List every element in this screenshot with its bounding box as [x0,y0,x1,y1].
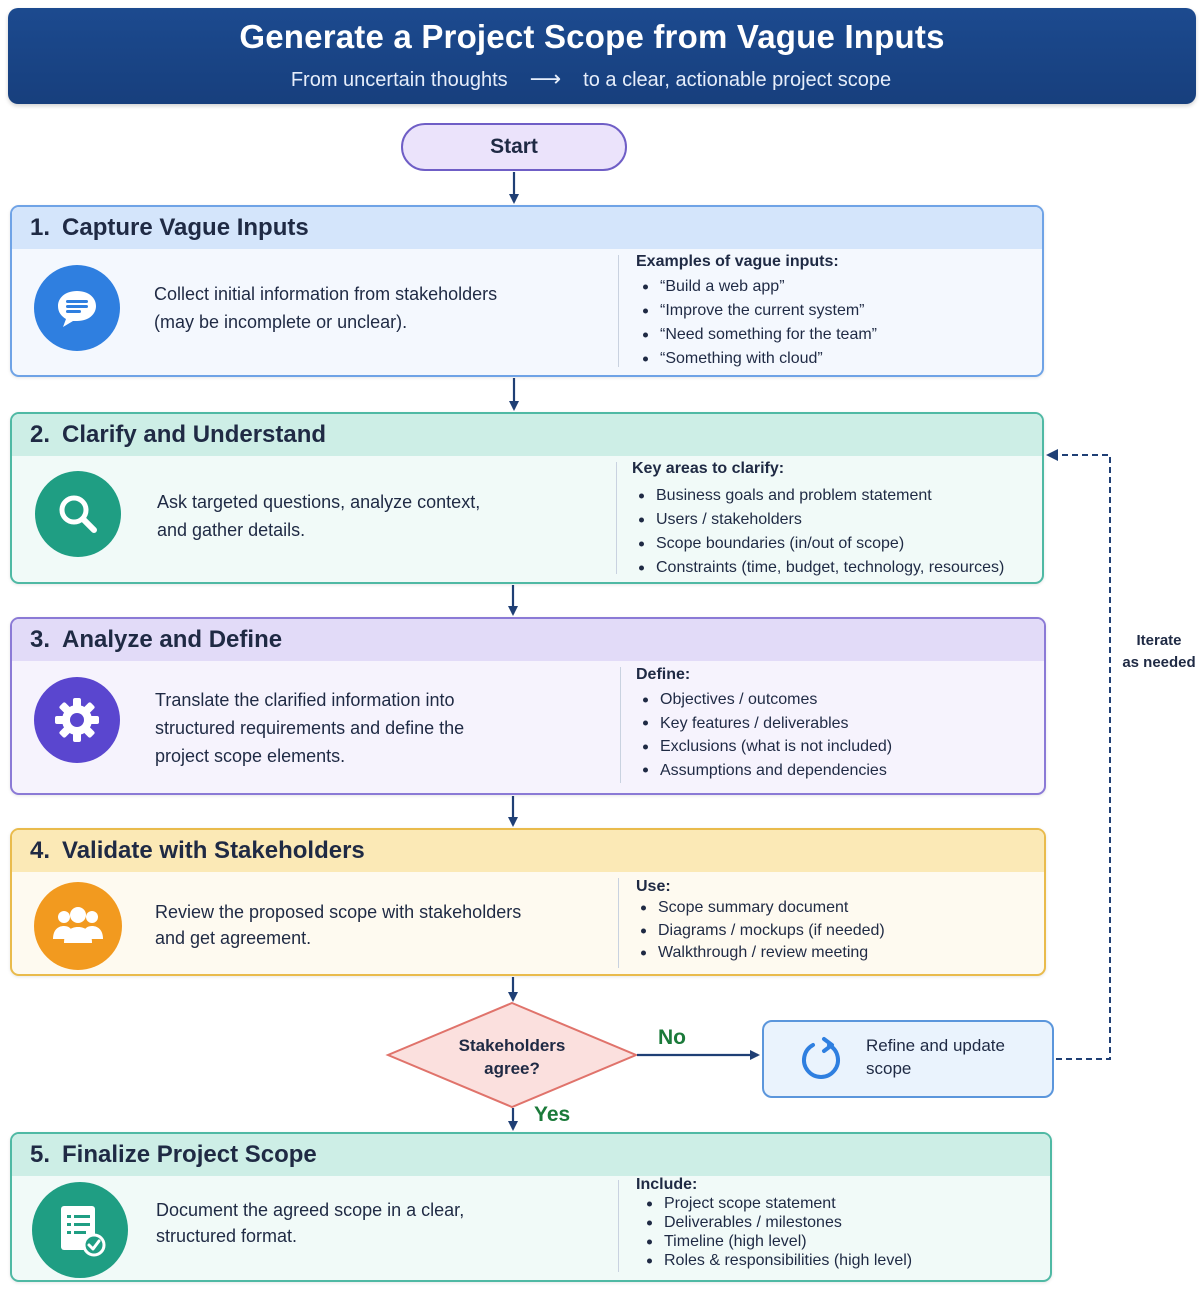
description-line: Translate the clarified information into [155,690,455,710]
decision-label: Stakeholders agree? [412,1034,612,1080]
side-title: Examples of vague inputs: [636,253,839,270]
divider [618,878,619,968]
list-item: Deliverables / milestones [642,1213,912,1232]
step-description: Collect initial information from stakeho… [154,280,497,336]
description-line: project scope elements. [155,746,346,766]
step-number: 3. [30,626,51,653]
divider [620,667,621,783]
step-2-header: 2. Clarify and Understand [12,414,1042,456]
divider [618,1180,619,1272]
description-line: Review the proposed scope with stakehold… [155,902,522,922]
iterate-label: Iterate as needed [1112,630,1200,674]
side-list: “Build a web app” “Improve the current s… [638,275,877,371]
people-icon [34,882,122,970]
list-item: Objectives / outcomes [638,688,892,712]
step-title: Clarify and Understand [62,421,327,448]
list-item: Roles & responsibilities (high level) [642,1251,912,1270]
step-3-card: 3. Analyze and Define Translate the clar… [10,617,1046,795]
list-item: Timeline (high level) [642,1232,912,1251]
iterate-loop-line [1050,454,1111,1060]
description-line: (may be incomplete or unclear). [154,312,408,332]
description-line: Document the agreed scope in a clear, [156,1200,465,1220]
list-item: “Improve the current system” [638,299,877,323]
header-banner [8,8,1196,104]
list-item: “Build a web app” [638,275,877,299]
description-line: and gather details. [157,520,306,540]
page-subtitle: From uncertain thoughts ⟶ to a clear, acti… [8,66,1196,92]
side-list: Objectives / outcomes Key features / del… [638,688,892,782]
step-title: Capture Vague Inputs [62,214,309,241]
step-2-card: 2. Clarify and Understand Ask targeted q… [10,412,1044,584]
refine-line: scope [866,1059,912,1078]
refine-label: Refine and update scope [866,1034,1005,1080]
step-4-header: 4. Validate with Stakeholders [12,830,1044,872]
side-title: Key areas to clarify: [632,460,785,477]
description-line: Collect initial information from stakeho… [154,284,498,304]
side-title: Define: [636,666,691,683]
description-line: Ask targeted questions, analyze context, [157,492,481,512]
list-item: “Something with cloud” [638,347,877,371]
description-line: structured format. [156,1226,298,1246]
step-description: Translate the clarified information into… [155,686,464,770]
subtitle-right: to a clear, actionable project scope [583,69,892,91]
gear-icon [34,677,120,763]
step-3-header: 3. Analyze and Define [12,619,1044,661]
description-line: structured requirements and define the [155,718,465,738]
divider [618,255,619,367]
step-1-header: 1. Capture Vague Inputs [12,207,1042,249]
magnifier-icon [35,471,121,557]
step-4-card: 4. Validate with Stakeholders Review the… [10,828,1046,976]
divider [616,462,617,574]
description-line: and get agreement. [155,928,312,948]
chat-bubble-icon [34,265,120,351]
step-number: 1. [30,214,51,241]
list-item: Users / stakeholders [634,508,1004,532]
side-list: Scope summary document Diagrams / mockup… [636,897,885,965]
list-item: Key features / deliverables [638,712,892,736]
list-item: Walkthrough / review meeting [636,942,885,965]
decision-line: Stakeholders [458,1036,566,1055]
step-title: Validate with Stakeholders [62,837,365,864]
subtitle-left: From uncertain thoughts [290,69,508,91]
list-item: Scope summary document [636,897,885,920]
decision-line: agree? [484,1059,540,1078]
side-title: Include: [636,1176,698,1193]
start-node: Start [401,123,627,171]
step-number: 4. [30,837,51,864]
no-label: No [658,1026,686,1049]
step-5-header: 5. Finalize Project Scope [12,1134,1050,1176]
refresh-icon [797,1036,845,1087]
list-item: Scope boundaries (in/out of scope) [634,532,1004,556]
step-title: Analyze and Define [62,626,283,653]
document-check-icon [32,1182,128,1278]
side-title: Use: [636,878,671,895]
list-item: Assumptions and dependencies [638,759,892,783]
iterate-arrowhead [1046,449,1058,461]
list-item: Diagrams / mockups (if needed) [636,920,885,943]
iterate-line: Iterate [1136,632,1182,649]
decision-diamond [385,1001,639,1109]
step-description: Document the agreed scope in a clear, st… [156,1197,464,1249]
side-list: Project scope statement Deliverables / m… [642,1194,912,1270]
step-description: Review the proposed scope with stakehold… [155,899,521,951]
list-item: Project scope statement [642,1194,912,1213]
step-5-card: 5. Finalize Project Scope Document the a… [10,1132,1052,1282]
step-number: 2. [30,421,51,448]
list-item: Constraints (time, budget, technology, r… [634,556,1004,580]
step-title: Finalize Project Scope [62,1141,317,1168]
refine-line: Refine and update [866,1036,1005,1055]
arrow-right-icon: ⟶ [529,66,562,91]
list-item: Business goals and problem statement [634,484,1004,508]
step-1-card: 1. Capture Vague Inputs Collect initial … [10,205,1044,377]
list-item: Exclusions (what is not included) [638,735,892,759]
side-list: Business goals and problem statement Use… [634,484,1004,580]
page-title: Generate a Project Scope from Vague Inpu… [239,18,945,55]
list-item: “Need something for the team” [638,323,877,347]
step-description: Ask targeted questions, analyze context,… [157,488,480,544]
refine-box [762,1020,1054,1098]
step-number: 5. [30,1141,51,1168]
iterate-line: as needed [1122,654,1196,671]
yes-label: Yes [534,1103,571,1126]
